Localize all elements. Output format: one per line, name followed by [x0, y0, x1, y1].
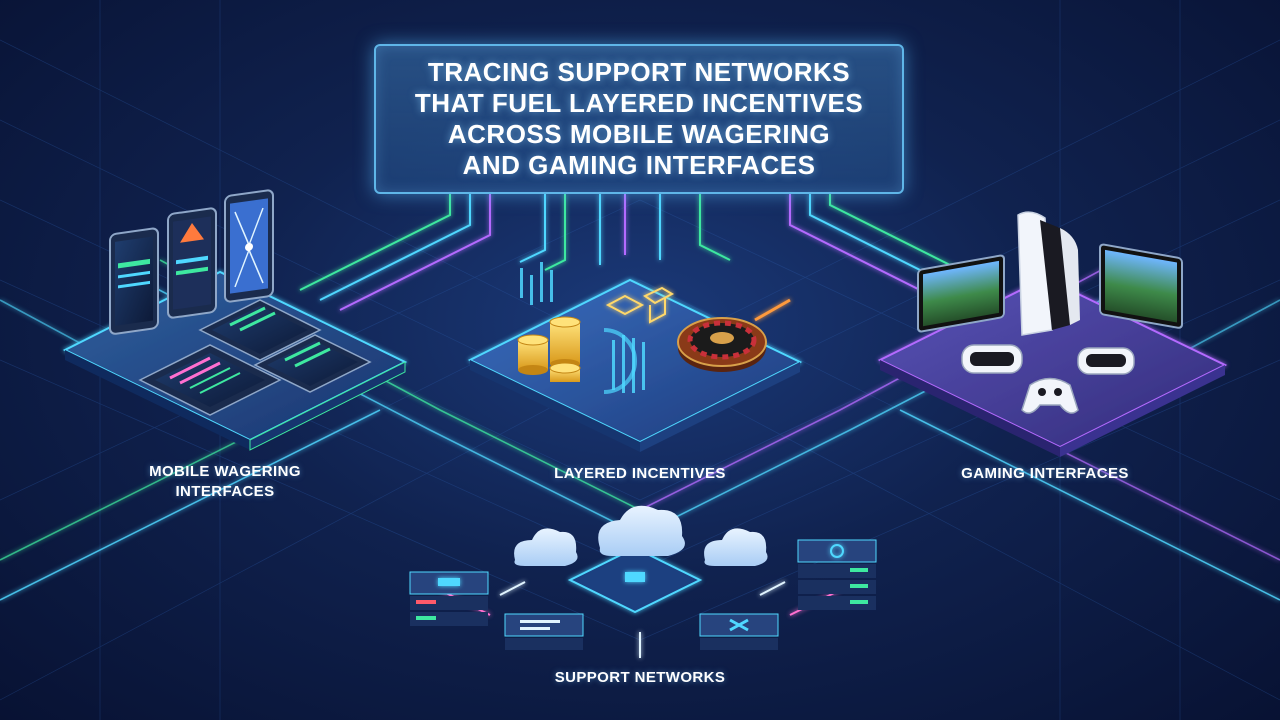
cloud-icon — [514, 528, 578, 566]
title-line: THAT FUEL LAYERED INCENTIVES — [414, 88, 864, 118]
server-rack-icon — [699, 613, 779, 650]
server-rack-icon — [797, 539, 877, 610]
cloud-icon — [598, 505, 685, 556]
smartphone-icon — [167, 207, 217, 319]
coin-stack-icon — [517, 316, 581, 382]
vr-headset-icon — [1077, 347, 1135, 375]
title-line: ACROSS MOBILE WAGERING — [447, 119, 831, 149]
server-rack-icon — [409, 571, 489, 626]
tablet-icon — [1099, 243, 1183, 329]
label-mobile-line1: MOBILE WAGERING — [149, 463, 301, 480]
title-line: TRACING SUPPORT NETWORKS — [427, 57, 851, 87]
title-box: TRACING SUPPORT NETWORKS THAT FUEL LAYER… — [374, 44, 904, 194]
label-support-networks: SUPPORT NETWORKS — [554, 669, 726, 686]
label-layered-incentives: LAYERED INCENTIVES — [554, 465, 726, 482]
circuit-traces-top — [299, 194, 981, 311]
smartphone-icon — [224, 189, 274, 303]
smartphone-icon — [109, 227, 159, 335]
roulette-wheel-icon — [677, 298, 791, 372]
gamepad-icon — [1021, 377, 1079, 414]
smartphone-icon — [138, 344, 282, 416]
vr-headset-icon — [961, 344, 1023, 374]
game-console-icon — [1017, 211, 1080, 336]
label-gaming-interfaces: GAMING INTERFACES — [961, 465, 1129, 482]
hologram-blocks — [605, 286, 675, 324]
title-line: AND GAMING INTERFACES — [462, 150, 816, 180]
support-network — [409, 505, 877, 650]
smartphone-icon — [198, 299, 322, 361]
tablet-icon — [917, 254, 1005, 333]
smartphone-icon — [253, 334, 372, 393]
label-mobile-line2: INTERFACES — [175, 483, 275, 500]
cloud-icon — [704, 528, 768, 566]
gaming-platform — [877, 211, 1228, 457]
label-mobile-wagering: MOBILE WAGERING INTERFACES — [130, 462, 320, 502]
server-rack-icon — [504, 613, 584, 650]
incentives-platform — [467, 262, 803, 452]
mobile-platform — [62, 189, 408, 451]
